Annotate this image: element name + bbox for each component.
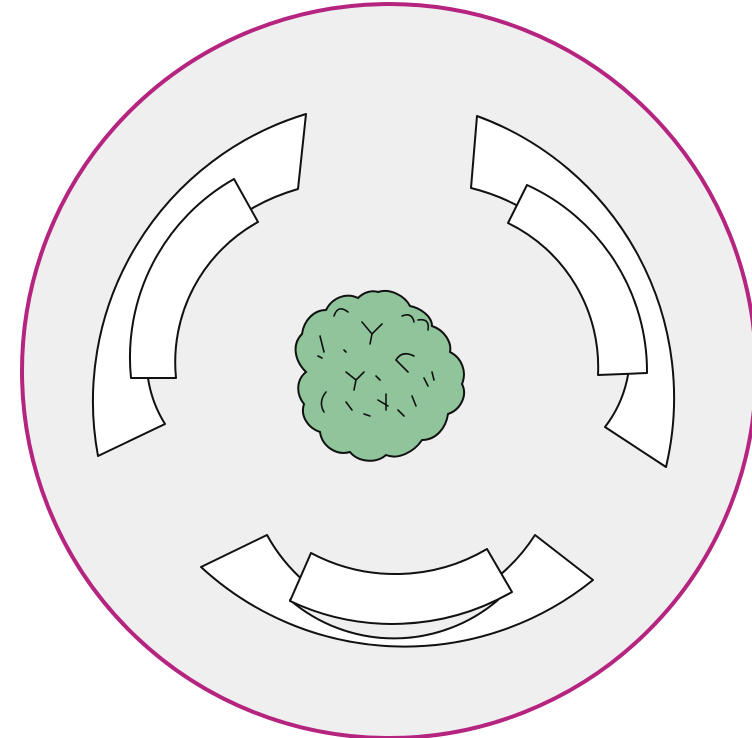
circular-diagram [0,0,752,738]
diagram-canvas [0,0,752,738]
